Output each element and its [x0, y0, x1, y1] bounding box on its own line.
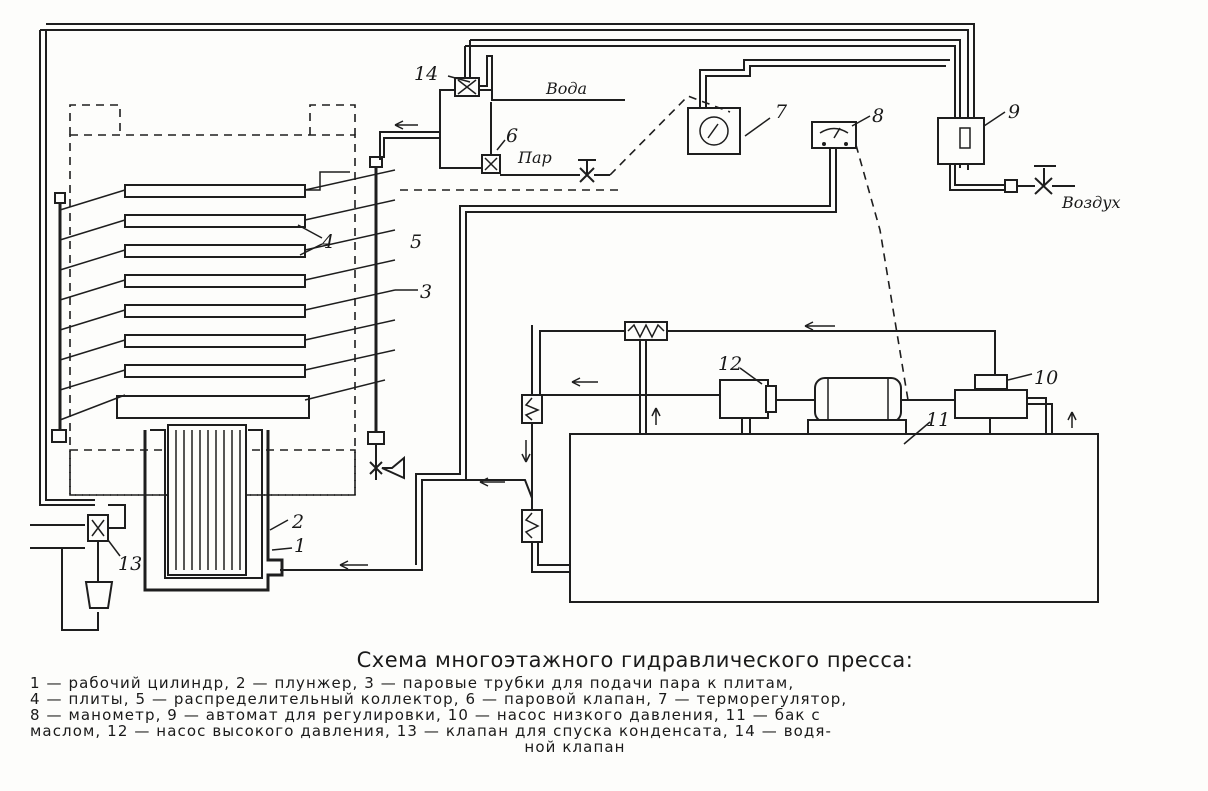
label-air: Воздух — [1061, 193, 1121, 212]
leader-lines — [107, 75, 1033, 557]
label-9: 9 — [1008, 101, 1020, 123]
press-schematic: 14 6 Вода Пар 7 8 9 Воздух 4 5 3 12 10 1… — [30, 23, 1121, 631]
label-steam: Пар — [517, 148, 552, 167]
label-13: 13 — [118, 553, 142, 575]
caption-line: ной клапан — [524, 738, 626, 756]
caption-line: 8 — манометр, 9 — автомат для регулировк… — [30, 706, 821, 724]
label-7: 7 — [775, 101, 788, 123]
label-2: 2 — [291, 511, 304, 533]
label-water: Вода — [545, 79, 587, 98]
caption-legend: 1 — рабочий цилиндр, 2 — плунжер, 3 — па… — [30, 675, 1120, 755]
oil-tank-assembly — [339, 120, 1099, 603]
caption-line: 4 — плиты, 5 — распределительный коллект… — [30, 690, 848, 708]
label-5: 5 — [410, 231, 422, 253]
label-4: 4 — [321, 231, 334, 253]
thermoregulator — [400, 59, 950, 191]
label-10: 10 — [1034, 367, 1058, 389]
caption-title: Схема многоэтажного гидравлического прес… — [356, 648, 914, 672]
label-6: 6 — [506, 125, 518, 147]
figure-caption: Схема многоэтажного гидравлического прес… — [30, 648, 1120, 755]
label-8: 8 — [872, 105, 884, 127]
condensate-valve — [30, 30, 126, 631]
steam-distribution — [51, 156, 405, 480]
label-1: 1 — [294, 535, 306, 557]
label-3: 3 — [420, 281, 432, 303]
label-14: 14 — [414, 63, 438, 85]
press-platens — [116, 184, 310, 419]
working-cylinder — [143, 424, 284, 592]
automatic-regulator — [937, 117, 1075, 195]
label-11: 11 — [926, 409, 950, 431]
caption-line: маслом, 12 — насос высокого давления, 13… — [30, 722, 833, 740]
caption-line: 1 — рабочий цилиндр, 2 — плунжер, 3 — па… — [30, 674, 795, 692]
label-12: 12 — [718, 353, 742, 375]
